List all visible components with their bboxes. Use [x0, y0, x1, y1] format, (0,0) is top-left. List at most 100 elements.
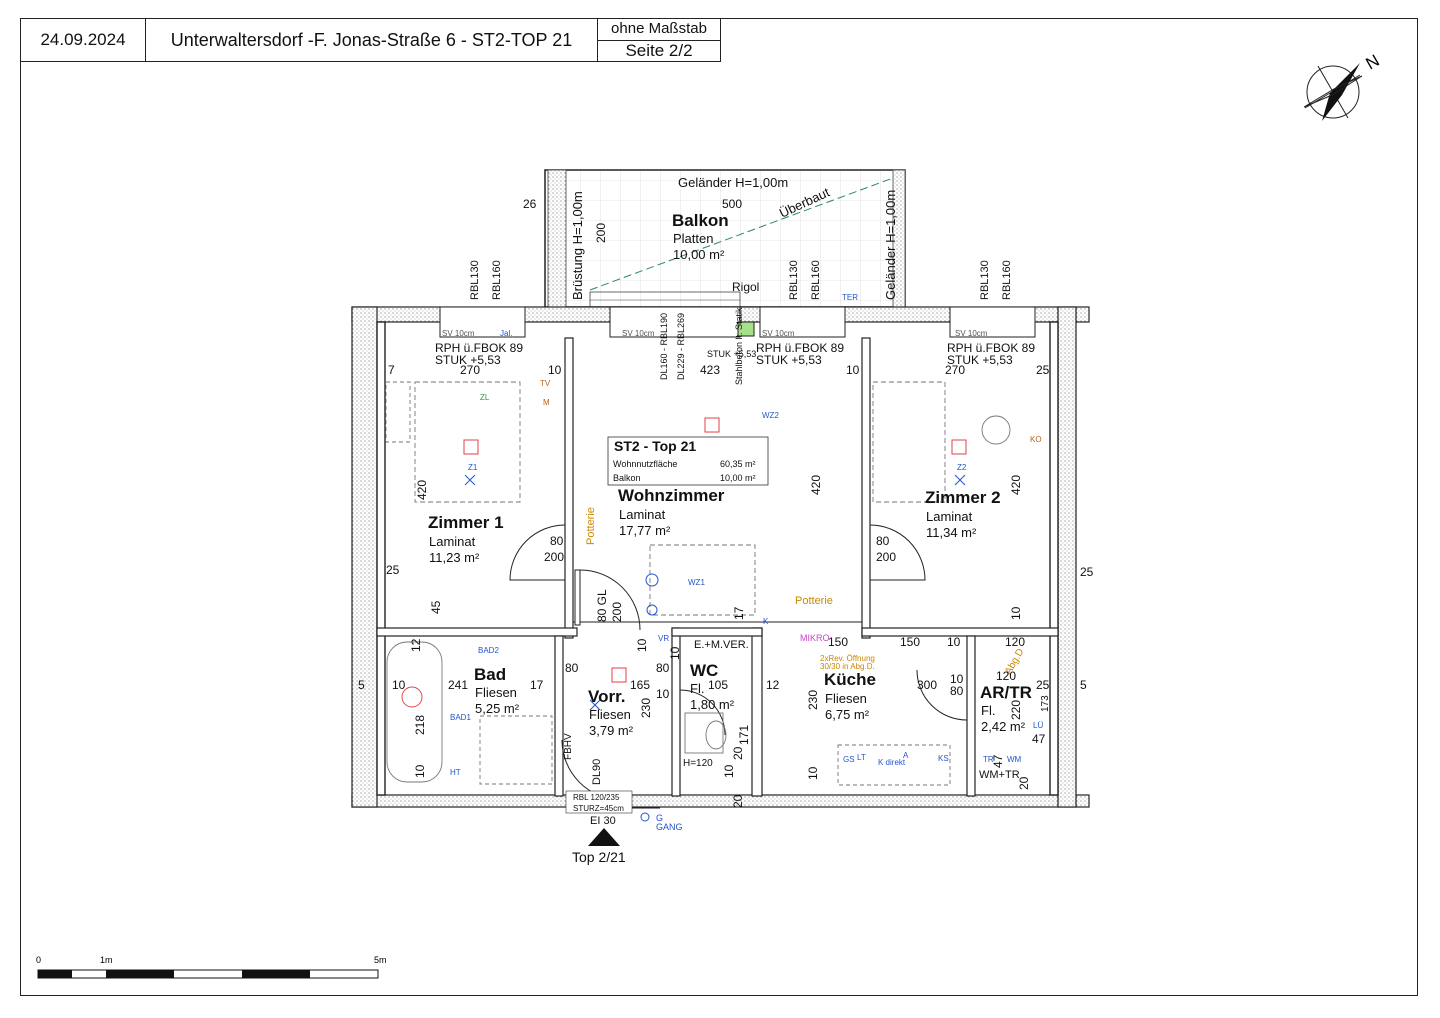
unit-info-box — [607, 436, 769, 486]
room-area-wohnzimmer: 17,77 m² — [619, 523, 671, 538]
gang-label: GANG — [656, 822, 683, 832]
dim-label: 80 — [876, 534, 890, 548]
light-icon — [464, 474, 966, 822]
dim-label: 218 — [413, 715, 427, 735]
room-name-kueche: Küche — [824, 670, 876, 689]
dim-label: 120 — [1005, 635, 1025, 649]
dim-label: 47 — [991, 754, 1005, 768]
dim-label: 10 — [392, 678, 406, 692]
north-label: N — [1363, 51, 1383, 74]
dim-label: 150 — [828, 635, 848, 649]
rigol-label: Rigol — [732, 280, 759, 294]
rbl-label: RBL130 — [979, 260, 991, 300]
dim-label: 17 — [530, 678, 544, 692]
a-label: A — [903, 751, 909, 760]
dim-label: 25 — [1036, 363, 1050, 377]
stuk-label: STUK +5,53 — [947, 353, 1013, 367]
room-area-zimmer1: 11,23 m² — [429, 550, 480, 565]
room-area-artr: 2,42 m² — [981, 719, 1026, 734]
scale-mid: 1m — [100, 955, 113, 965]
dim-label: 12 — [409, 638, 423, 652]
stuk-label: STUK +5,53 — [435, 353, 501, 367]
room-area-vorr: 3,79 m² — [589, 723, 634, 738]
rbl-label: RBL130 — [469, 260, 481, 300]
potterie-label: Potterie — [585, 507, 597, 545]
scale-start: 0 — [36, 955, 41, 965]
walls — [351, 306, 1090, 808]
z2-label: Z2 — [957, 463, 967, 472]
dl-label: DL160 - RBL190 — [659, 313, 669, 380]
room-name-bad: Bad — [474, 665, 506, 684]
wz2-label: WZ2 — [762, 411, 779, 420]
dim-label: 300 — [917, 678, 937, 692]
rph-label: RPH ü.FBOK 89 — [435, 341, 523, 355]
entrance-label: Top 2/21 — [572, 849, 626, 865]
bruestung-label: Brüstung H=1,00m — [570, 191, 585, 300]
dim-label: 200 — [544, 550, 564, 564]
rph-label: RPH ü.FBOK 89 — [756, 341, 844, 355]
dim-label: 10 — [668, 646, 682, 660]
k-direkt-label: K direkt — [878, 758, 906, 767]
sv-label: SV 10cm — [955, 329, 988, 338]
dim-label: 25 — [1036, 678, 1050, 692]
gelaender-right-label: Geländer H=1,00m — [883, 190, 898, 300]
header-scale-note: ohne Maßstab — [598, 19, 720, 41]
zl-label: ZL — [480, 393, 490, 402]
room-name-balkon: Balkon — [672, 211, 729, 230]
dim-label: 10 — [548, 363, 562, 377]
room-floor-vorr: Fliesen — [589, 707, 631, 722]
wm-label: WM — [1007, 755, 1022, 764]
rev-label: 2xRev. Öffnung — [820, 654, 875, 663]
ht-label: HT — [450, 768, 461, 777]
tv-label: TV — [540, 379, 551, 388]
room-area-kueche: 6,75 m² — [825, 707, 870, 722]
rev-label: 30/30 in Abg.D. — [820, 662, 875, 671]
room-name-zimmer1: Zimmer 1 — [428, 513, 504, 532]
room-name-vorr: Vorr. — [588, 687, 625, 706]
room-name-artr: AR/TR — [980, 683, 1032, 702]
dim-label: 270 — [945, 363, 965, 377]
dim-label: 26 — [523, 197, 537, 211]
dim-label: 5 — [358, 678, 365, 692]
stuk-label: STUK +5,53 — [756, 353, 822, 367]
room-area-bad: 5,25 m² — [475, 701, 520, 716]
rbl-label: RBL160 — [1001, 260, 1013, 300]
room-name-zimmer2: Zimmer 2 — [925, 488, 1001, 507]
dim-label: 220 — [1009, 700, 1023, 720]
dim-label: 10 — [635, 638, 649, 652]
ter-label: TER — [842, 293, 858, 302]
bad2-label: BAD2 — [478, 646, 499, 655]
lt-label: LT — [857, 753, 866, 762]
room-floor-wc: Fl. — [690, 681, 704, 696]
dim-label: 230 — [806, 690, 820, 710]
header-page: Seite 2/2 — [625, 41, 693, 60]
mikro-label: MIKRO — [800, 633, 830, 643]
balcony-area-label: Balkon — [613, 473, 641, 483]
dim-label: 500 — [722, 197, 742, 211]
room-floor-wohnzimmer: Laminat — [619, 507, 666, 522]
sv-label: SV 10cm — [762, 329, 795, 338]
dim-label: 20 — [731, 746, 745, 760]
scale-end: 5m — [374, 955, 387, 965]
dim-label: 80 — [565, 661, 579, 675]
dim-label: 10 — [806, 766, 820, 780]
lu-label: LÜ — [1033, 721, 1043, 730]
dim-label: 10 — [1009, 606, 1023, 620]
room-floor-bad: Fliesen — [475, 685, 517, 700]
room-floor-zimmer1: Laminat — [429, 534, 476, 549]
room-area-wc: 1,80 m² — [690, 697, 735, 712]
dim-label: 173 — [1040, 695, 1051, 712]
living-area-value: 60,35 m² — [720, 459, 756, 469]
dim-label: 20 — [1017, 776, 1031, 790]
header-scale-box: ohne Maßstab Seite 2/2 — [597, 18, 721, 62]
rph-label: RPH ü.FBOK 89 — [947, 341, 1035, 355]
bad1-label: BAD1 — [450, 713, 471, 722]
dim-label: 45 — [429, 600, 443, 614]
dim-label: 10 — [950, 672, 964, 686]
stahlbeton-label: Stahlbeton lt. Statik — [734, 307, 744, 385]
dim-label: 80 — [656, 661, 670, 675]
dim-label: 120 — [996, 669, 1016, 683]
dim-label: 420 — [809, 475, 823, 495]
wz1-label: WZ1 — [688, 578, 705, 587]
potterie-label: Potterie — [795, 595, 833, 607]
